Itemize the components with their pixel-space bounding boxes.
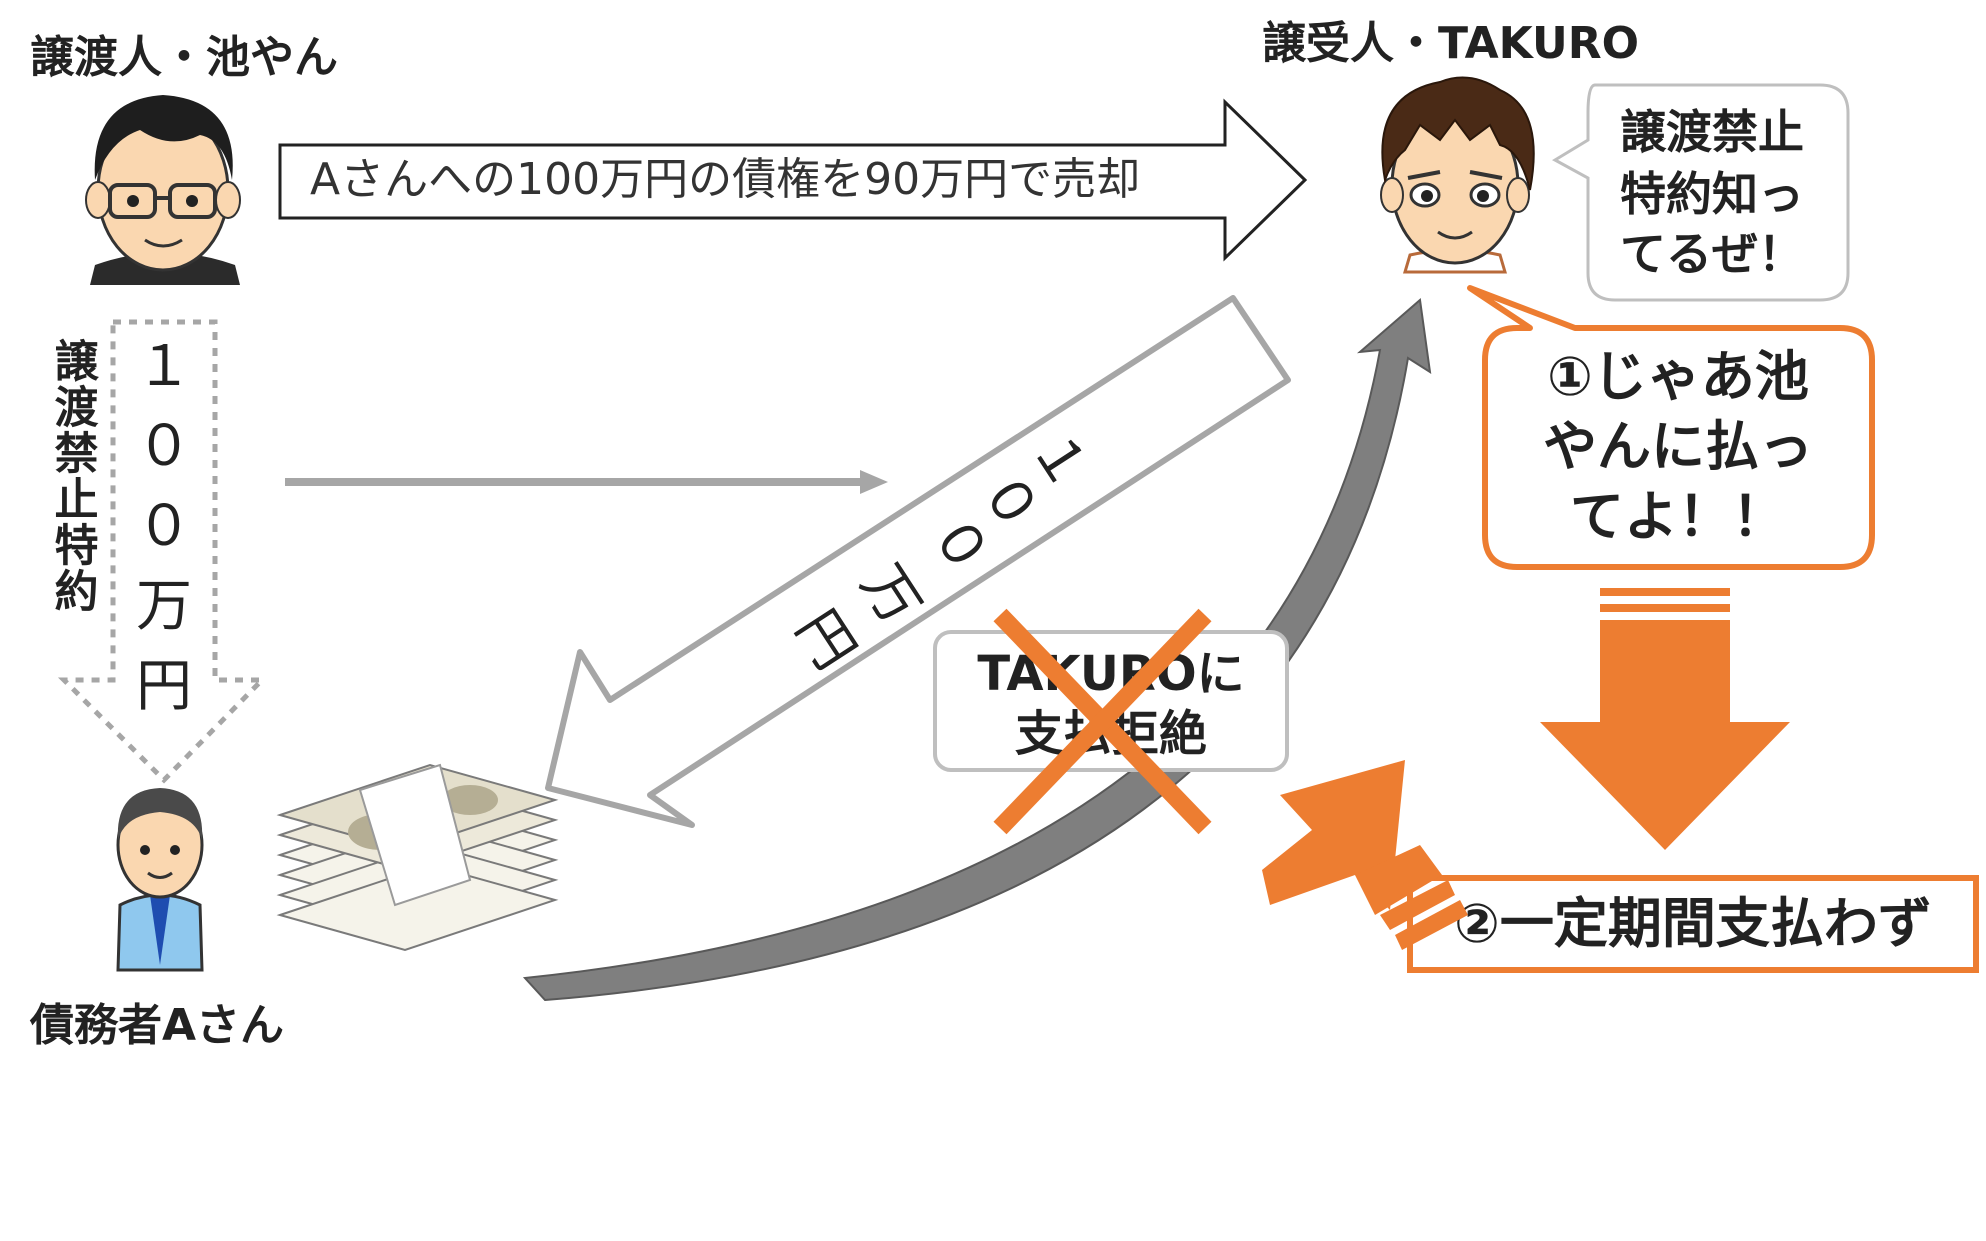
svg-text:②一定期間支払わず: ②一定期間支払わず <box>1454 892 1932 955</box>
svg-text:てるぜ！: てるぜ！ <box>1620 227 1804 281</box>
svg-text:１: １ <box>136 334 192 399</box>
debtor-label: 債務者Aさん <box>29 1000 284 1051</box>
assignor-avatar-icon <box>85 95 241 285</box>
orange-down-arrow <box>1540 588 1790 850</box>
curved-arrow <box>522 298 1432 1002</box>
no-payment-box: ②一定期間支払わず <box>1407 875 1979 973</box>
assignee-label: 譲受人・TAKURO <box>1262 18 1639 69</box>
restriction-label: 譲渡禁止特約 <box>47 338 99 614</box>
svg-text:①じゃあ池: ①じゃあ池 <box>1547 345 1809 408</box>
assignee-speech-bubble: 譲渡禁止 特約知っ てるぜ！ <box>1551 83 1850 302</box>
svg-text:やんに払っ: やんに払っ <box>1543 415 1813 478</box>
svg-text:万: 万 <box>136 574 192 639</box>
thin-gray-arrow <box>285 470 888 494</box>
assignee-avatar-icon <box>1380 76 1535 274</box>
debtor-avatar-icon <box>116 788 204 972</box>
svg-text:０: ０ <box>136 494 192 559</box>
svg-text:０: ０ <box>136 414 192 479</box>
sale-arrow-label: Aさんへの100万円の債権を90万円で売却 <box>310 154 1140 205</box>
diagonal-payment-arrow <box>545 295 1291 828</box>
cross-mark-icon <box>993 608 1212 835</box>
assignor-label: 譲渡人・池やん <box>30 32 338 83</box>
money-stack-icon <box>276 763 559 952</box>
svg-text:円: 円 <box>136 654 192 719</box>
restricted-payment-arrow <box>57 319 268 784</box>
svg-text:譲渡禁止: 譲渡禁止 <box>1620 105 1804 159</box>
svg-text:TAKUROに: TAKUROに <box>977 646 1244 702</box>
svg-text:特約知っ: 特約知っ <box>1620 167 1804 221</box>
svg-text:てよ！！: てよ！！ <box>1570 485 1786 548</box>
restricted-payment-amount: １ ０ ０ 万 円 <box>136 334 192 719</box>
sale-arrow <box>278 98 1308 262</box>
orange-up-left-arrow <box>1262 760 1468 950</box>
request-box: ①じゃあ池 やんに払っ てよ！！ <box>1467 285 1875 570</box>
